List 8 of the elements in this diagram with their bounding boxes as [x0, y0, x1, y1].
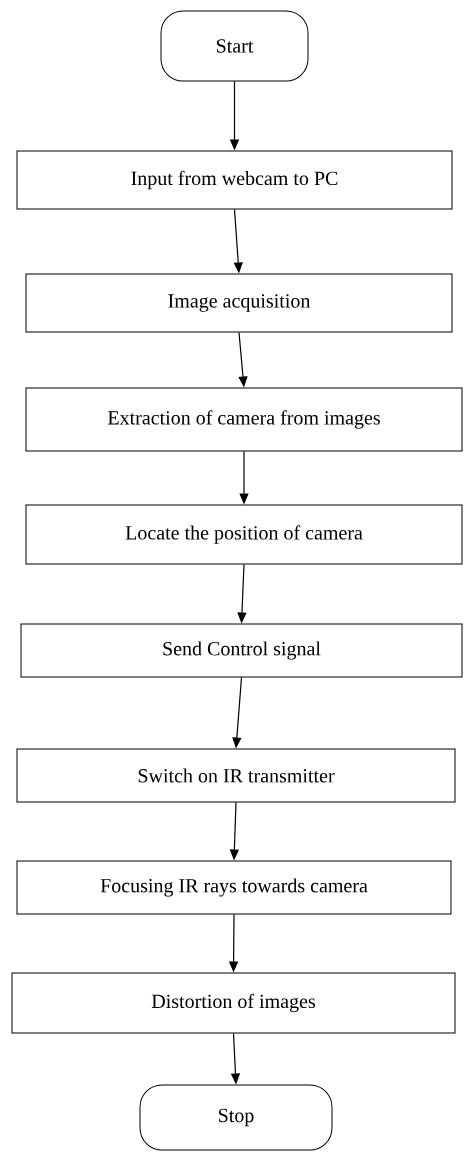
process-box: Switch on IR transmitter: [16, 748, 456, 803]
process-box: Send Control signal: [20, 623, 463, 678]
process-box: Input from webcam to PC: [16, 150, 453, 210]
process-box: Extraction of camera from images: [25, 387, 463, 452]
process-box: Focusing IR rays towards camera: [16, 860, 452, 915]
process-box: Distortion of images: [11, 972, 456, 1034]
process-box: Locate the position of camera: [25, 504, 463, 565]
process-box: Image acquisition: [25, 273, 453, 333]
